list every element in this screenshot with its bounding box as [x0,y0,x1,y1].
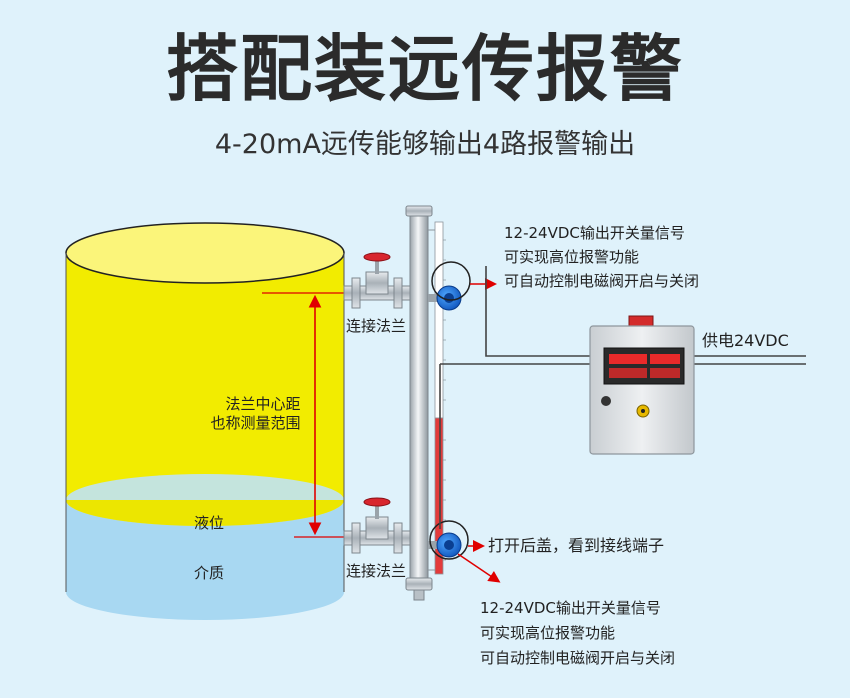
tank-liquid-body [66,253,344,526]
top-flange-valve [343,252,411,309]
bottom-note-line1: 12-24VDC输出开关量信号 [480,599,661,617]
indicator-red [434,417,444,575]
bottom-note-line3: 可自动控制电磁阀开启与关闭 [480,649,676,667]
liquid-surface-front [66,500,344,526]
indicator-white [434,221,444,419]
tank-top [65,222,345,284]
top-note-line3: 可自动控制电磁阀开启与关闭 [504,272,700,290]
medium-label: 介质 [194,564,225,582]
signal-wires [439,266,806,529]
level-gauge [405,205,446,601]
range-label-line2: 也称测量范围 [210,414,301,432]
page-subtitle: 4-20mA远传能够输出4路报警输出 [214,129,636,160]
top-note-line2: 可实现高位报警功能 [504,248,640,266]
top-switch-highlight-circle [431,261,471,301]
bottom-note-line2: 可实现高位报警功能 [480,624,616,642]
control-display [603,347,685,385]
page-title: 搭配装远传报警 [165,27,684,111]
top-flange-label: 连接法兰 [346,317,407,335]
open-cover-label: 打开后盖，看到接线端子 [488,536,665,555]
liquid-level-label: 液位 [194,514,225,532]
bottom-flange-label: 连接法兰 [346,562,407,580]
control-knob [601,396,611,406]
bottom-switch-highlight-circle [429,520,469,560]
top-switch-wire [485,266,590,357]
range-label-line1: 法兰中心距 [225,395,301,413]
gauge-tube [409,209,429,583]
bottom-limit-switch [428,520,501,583]
power-label: 供电24VDC [702,331,789,350]
top-valve-handwheel [363,252,391,262]
control-box [589,315,695,455]
tank-medium-body [66,500,344,620]
bottom-flange-valve [343,497,411,554]
top-limit-switch [428,261,497,311]
bottom-valve-handwheel [363,497,391,507]
top-note-line1: 12-24VDC输出开关量信号 [504,224,685,242]
tank [65,222,345,620]
